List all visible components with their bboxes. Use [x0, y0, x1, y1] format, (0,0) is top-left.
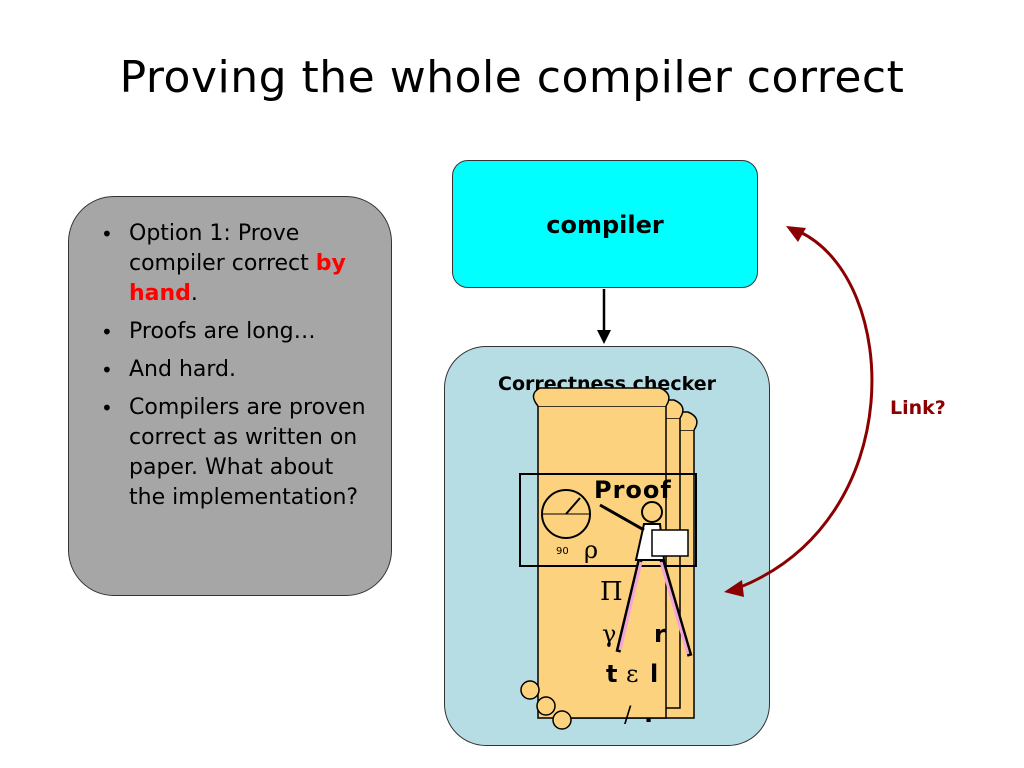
symbol-r: r: [654, 620, 666, 648]
symbol-epsilon: ε: [626, 660, 638, 688]
symbol-gamma: γ: [602, 620, 616, 648]
bullet-option-1: Option 1: Prove compiler correct by hand…: [101, 219, 371, 309]
symbol-dot: .: [644, 700, 653, 728]
proof-word: Proof: [594, 476, 672, 504]
symbol-t: t: [606, 660, 617, 688]
symbol-pi: Π: [600, 577, 623, 607]
symbol-slash: /: [624, 703, 632, 728]
symbol-rho: ρ: [584, 536, 598, 564]
bullet-list: Option 1: Prove compiler correct by hand…: [69, 197, 391, 513]
compile-arrow: [597, 289, 611, 344]
link-arrow: [724, 226, 874, 597]
bullet-compilers-proven: Compilers are proven correct as written …: [101, 393, 371, 513]
symbol-l: l: [650, 660, 658, 688]
by-hand-emphasis: by hand: [129, 251, 346, 306]
proof-scroll-clipart: [519, 387, 698, 730]
gauge-number: 90: [556, 546, 569, 557]
slide-title: Proving the whole compiler correct: [119, 52, 905, 103]
bullet-proofs-long: Proofs are long…: [101, 317, 371, 347]
link-label: Link?: [890, 397, 946, 419]
bullet-panel: Option 1: Prove compiler correct by hand…: [68, 196, 392, 596]
bullet-and-hard: And hard.: [101, 355, 371, 385]
compiler-box: compiler: [452, 160, 758, 288]
compiler-label: compiler: [546, 211, 664, 239]
